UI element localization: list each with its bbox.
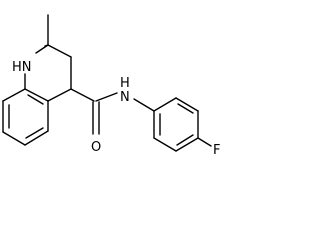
ring-nh-label: HN (12, 60, 32, 75)
fluorine-label: F (213, 143, 220, 158)
carbonyl-o-label: O (91, 140, 101, 155)
tetrahydro-ring (24, 44, 72, 102)
molecule-structure: HN H N O F (2, 14, 220, 158)
amide-group (70, 88, 155, 135)
benzo-ring (2, 88, 49, 146)
amide-n-label: N (120, 90, 130, 105)
amide-h-label: H (120, 76, 130, 91)
fluorophenyl-ring (153, 97, 212, 152)
